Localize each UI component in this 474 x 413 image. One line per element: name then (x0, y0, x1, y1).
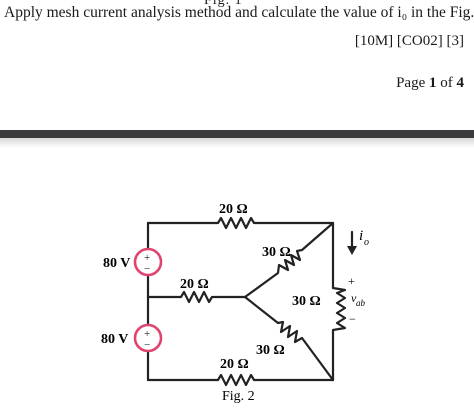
page-indicator: Page 1 of 4 (396, 75, 464, 92)
source-bottom-minus: − (144, 339, 150, 351)
cropped-figure-heading: Fig. 1 (204, 0, 243, 8)
lower-diagonal-resistor (243, 295, 335, 382)
top-wire-resistor (146, 216, 335, 230)
voltage-source-top-circle (133, 247, 163, 277)
current-arrow-head (347, 246, 357, 255)
label-r-top: 20 Ω (219, 202, 248, 217)
middle-wire-resistor (146, 290, 247, 304)
marks-label: [10M] [CO02] [3] (354, 33, 464, 49)
source-top-minus: − (144, 263, 150, 275)
upper-diagonal-resistor (243, 221, 335, 299)
question-text: Apply mesh current analysis method and c… (4, 4, 474, 21)
bottom-wire-resistor (146, 373, 335, 387)
source-bottom-plus: + (144, 328, 150, 340)
label-r-mid: 20 Ω (180, 277, 209, 292)
label-v-source-top: 80 V (103, 256, 130, 271)
page-mid: of (436, 75, 457, 91)
label-vab-subscript: ab (356, 298, 366, 308)
label-v-source-bottom: 80 V (101, 332, 128, 347)
page-divider-shadow (0, 138, 474, 148)
page-prefix: Page (396, 75, 429, 91)
figure-caption: Fig. 2 (222, 389, 255, 404)
label-current-symbol: i (359, 228, 363, 244)
label-r-diag-lower: 30 Ω (256, 343, 285, 358)
label-r-diag-upper: 30 Ω (262, 245, 291, 260)
right-wire-resistor (331, 221, 347, 382)
label-vab-plus: + (348, 274, 355, 288)
label-vab-symbol: v (351, 291, 357, 305)
voltage-source-bottom: + − (133, 323, 163, 353)
source-top-plus: + (144, 252, 150, 264)
label-current-subscript: o (364, 237, 369, 248)
label-r-right: 30 Ω (292, 294, 321, 309)
page-total: 4 (456, 75, 465, 91)
page-divider-bar (0, 130, 474, 138)
voltage-source-bottom-circle (133, 323, 163, 353)
label-r-bottom: 20 Ω (220, 357, 249, 372)
voltage-source-top: + − (133, 247, 163, 277)
page-current: 1 (429, 75, 437, 91)
label-vab-minus: − (349, 312, 356, 326)
